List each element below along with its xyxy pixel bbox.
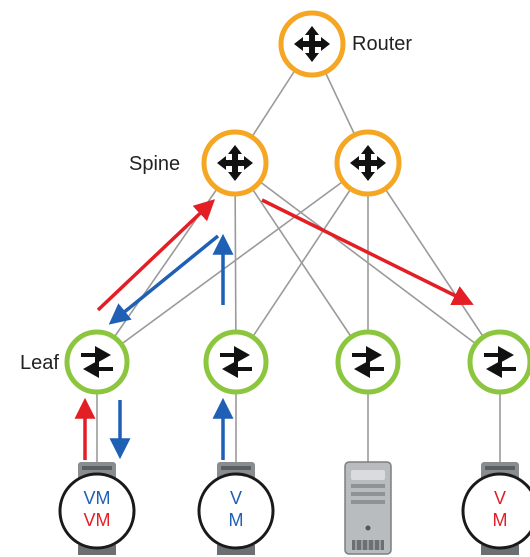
vm-label: M xyxy=(493,510,508,530)
leaf-node-1[interactable] xyxy=(64,329,130,395)
hosts xyxy=(78,461,519,555)
red-arrow-spine1-to-leaf4 xyxy=(261,198,474,305)
traffic-arrows xyxy=(74,198,474,460)
server-tower-icon xyxy=(344,461,392,555)
blue-arrow-spine1-to-leaf1 xyxy=(108,234,220,325)
network-nodes xyxy=(64,10,530,395)
router-node[interactable] xyxy=(278,10,346,78)
vm-label: V xyxy=(230,488,242,508)
spine-node-2[interactable] xyxy=(334,129,402,197)
link-spine2-leaf4 xyxy=(367,162,501,363)
vm-label: V xyxy=(494,488,506,508)
leaf-node-4[interactable] xyxy=(467,329,530,395)
vm-host-1[interactable]: VM VM xyxy=(58,472,136,550)
vm-label: VM xyxy=(84,488,111,508)
vm-host-2[interactable]: V M xyxy=(197,472,275,550)
leaf-label: Leaf xyxy=(20,352,59,374)
leaf-node-3[interactable] xyxy=(335,329,401,395)
network-links xyxy=(96,43,501,470)
vm-host-3[interactable]: V M xyxy=(461,472,530,550)
link-spine1-leaf1 xyxy=(96,162,236,363)
spine-node-1[interactable] xyxy=(201,129,269,197)
spine-label: Spine xyxy=(129,153,180,175)
link-spine2-leaf1 xyxy=(96,162,369,363)
link-spine2-leaf2 xyxy=(235,162,369,363)
vm-label: M xyxy=(229,510,244,530)
leaf-node-2[interactable] xyxy=(203,329,269,395)
router-label: Router xyxy=(352,33,412,55)
red-arrow-leaf1-to-spine1 xyxy=(96,199,216,312)
vm-label: VM xyxy=(84,510,111,530)
vm-circles: VM VM V M V M xyxy=(58,472,530,550)
vm-host-bases xyxy=(78,545,519,555)
